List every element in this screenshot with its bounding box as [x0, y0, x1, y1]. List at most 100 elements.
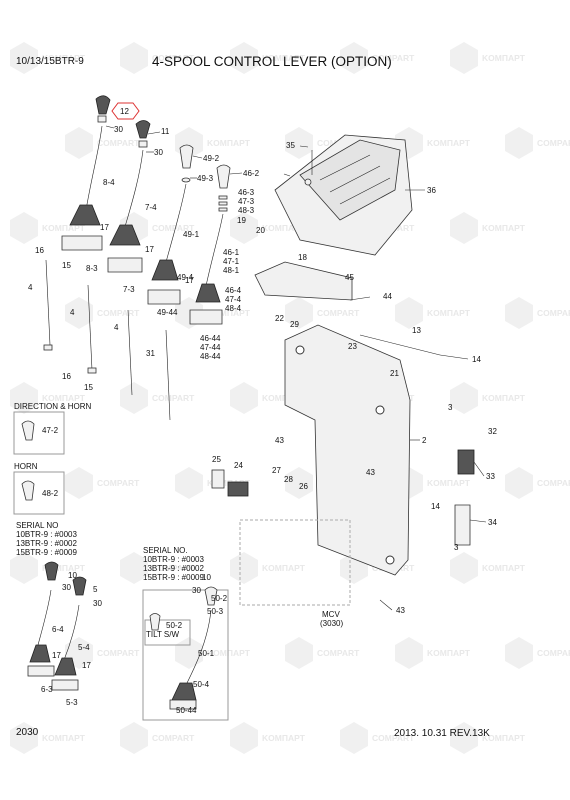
- callout-11[interactable]: 11: [161, 127, 170, 136]
- callout-44[interactable]: 44: [383, 292, 392, 301]
- callout-43b[interactable]: 43: [366, 468, 375, 477]
- callout-32[interactable]: 32: [488, 427, 497, 436]
- watermark-hex: [505, 127, 533, 159]
- callout-17a[interactable]: 17: [100, 223, 109, 232]
- callout-7-3[interactable]: 7-3: [123, 285, 135, 294]
- callout-19[interactable]: 19: [237, 216, 246, 225]
- callout-46-3[interactable]: 46-3: [238, 188, 255, 197]
- callout-30e[interactable]: 30: [192, 586, 201, 595]
- bracket-18: [254, 261, 353, 301]
- watermark-text: COMPART: [317, 648, 360, 658]
- callout-6-3[interactable]: 6-3: [41, 685, 53, 694]
- callout-45[interactable]: 45: [345, 273, 354, 282]
- callout-30d[interactable]: 30: [93, 599, 102, 608]
- callout-21[interactable]: 21: [390, 369, 399, 378]
- callout-50-44[interactable]: 50-44: [176, 706, 197, 715]
- callout-48-44[interactable]: 48-44: [200, 352, 221, 361]
- callout-4a[interactable]: 4: [28, 283, 33, 292]
- callout-33[interactable]: 33: [486, 472, 495, 481]
- callout-29[interactable]: 29: [290, 320, 299, 329]
- callout-4b[interactable]: 4: [70, 308, 75, 317]
- watermark-hex: [65, 127, 93, 159]
- boot-17b: [109, 224, 141, 246]
- callout-46-44[interactable]: 46-44: [200, 334, 221, 343]
- callout-43a[interactable]: 43: [275, 436, 284, 445]
- callout-10a[interactable]: 10: [68, 571, 77, 580]
- watermark-hex: [505, 467, 533, 499]
- callout-49-1[interactable]: 49-1: [183, 230, 200, 239]
- callout-48-1[interactable]: 48-1: [223, 266, 240, 275]
- callout-17e[interactable]: 17: [82, 661, 91, 670]
- callout-8-3[interactable]: 8-3: [86, 264, 98, 273]
- callout-7-4[interactable]: 7-4: [145, 203, 157, 212]
- watermark-hex: [120, 722, 148, 754]
- callout-4c[interactable]: 4: [114, 323, 119, 332]
- callout-6-4[interactable]: 6-4: [52, 625, 64, 634]
- watermark-hex: [230, 722, 258, 754]
- callout-26[interactable]: 26: [299, 482, 308, 491]
- callout-47-4[interactable]: 47-4: [225, 295, 242, 304]
- serial-right-2: 13BTR-9 : #0002: [143, 564, 204, 573]
- callout-10b[interactable]: 10: [202, 573, 211, 582]
- callout-50-2b[interactable]: 50-2: [166, 621, 183, 630]
- callout-28[interactable]: 28: [284, 475, 293, 484]
- callout-49-4[interactable]: 49-4: [177, 273, 194, 282]
- serial-right-0: SERIAL NO.: [143, 546, 188, 555]
- callout-15[interactable]: 15: [62, 261, 71, 270]
- callout-35[interactable]: 35: [286, 141, 295, 150]
- callout-8-4[interactable]: 8-4: [103, 178, 115, 187]
- callout-27[interactable]: 27: [272, 466, 281, 475]
- callout-23[interactable]: 23: [348, 342, 357, 351]
- callout-48-2[interactable]: 48-2: [42, 489, 59, 498]
- horn-box: [13, 471, 65, 515]
- callout-31[interactable]: 31: [146, 349, 155, 358]
- callout-22[interactable]: 22: [275, 314, 284, 323]
- callout-49-3[interactable]: 49-3: [197, 174, 214, 183]
- callout-50-4[interactable]: 50-4: [193, 680, 210, 689]
- callout-43c[interactable]: 43: [396, 606, 405, 615]
- callout-48-4[interactable]: 48-4: [225, 304, 242, 313]
- callout-30a[interactable]: 30: [114, 125, 123, 134]
- callout-47-2[interactable]: 47-2: [42, 426, 59, 435]
- callout-14b[interactable]: 14: [431, 502, 440, 511]
- callout-12[interactable]: 12: [120, 107, 129, 116]
- callout-47-3[interactable]: 47-3: [238, 197, 255, 206]
- callout-2[interactable]: 2: [422, 436, 427, 445]
- callout-50-1[interactable]: 50-1: [198, 649, 215, 658]
- callout-3b[interactable]: 3: [454, 543, 459, 552]
- callout-17b[interactable]: 17: [145, 245, 154, 254]
- callout-15b[interactable]: 15: [84, 383, 93, 392]
- callout-24[interactable]: 24: [234, 461, 243, 470]
- watermark-hex: [230, 552, 258, 584]
- watermark-text: COMPART: [537, 138, 570, 148]
- callout-34[interactable]: 34: [488, 518, 497, 527]
- callout-3a[interactable]: 3: [448, 403, 453, 412]
- callout-48-3[interactable]: 48-3: [238, 206, 255, 215]
- callout-46-2[interactable]: 46-2: [243, 169, 260, 178]
- callout-5[interactable]: 5: [93, 585, 98, 594]
- part-25: [211, 469, 225, 489]
- watermark-text: KOMПAPT: [207, 648, 251, 658]
- callout-18[interactable]: 18: [298, 253, 307, 262]
- callout-16b[interactable]: 16: [62, 372, 71, 381]
- callout-50-3[interactable]: 50-3: [207, 607, 224, 616]
- callout-47-1[interactable]: 47-1: [223, 257, 240, 266]
- callout-20[interactable]: 20: [256, 226, 265, 235]
- callout-17d[interactable]: 17: [52, 651, 61, 660]
- callout-30c[interactable]: 30: [62, 583, 71, 592]
- callout-16a[interactable]: 16: [35, 246, 44, 255]
- callout-36[interactable]: 36: [427, 186, 436, 195]
- callout-49-2[interactable]: 49-2: [203, 154, 220, 163]
- callout-46-4[interactable]: 46-4: [225, 286, 242, 295]
- callout-30b[interactable]: 30: [154, 148, 163, 157]
- callout-47-44[interactable]: 47-44: [200, 343, 221, 352]
- callout-13[interactable]: 13: [412, 326, 421, 335]
- callout-46-1[interactable]: 46-1: [223, 248, 240, 257]
- callout-25[interactable]: 25: [212, 455, 221, 464]
- callout-14a[interactable]: 14: [472, 355, 481, 364]
- callout-17c[interactable]: 17: [185, 276, 194, 285]
- callout-49-44[interactable]: 49-44: [157, 308, 178, 317]
- callout-5-3[interactable]: 5-3: [66, 698, 78, 707]
- callout-5-4[interactable]: 5-4: [78, 643, 90, 652]
- callout-50-2[interactable]: 50-2: [211, 594, 228, 603]
